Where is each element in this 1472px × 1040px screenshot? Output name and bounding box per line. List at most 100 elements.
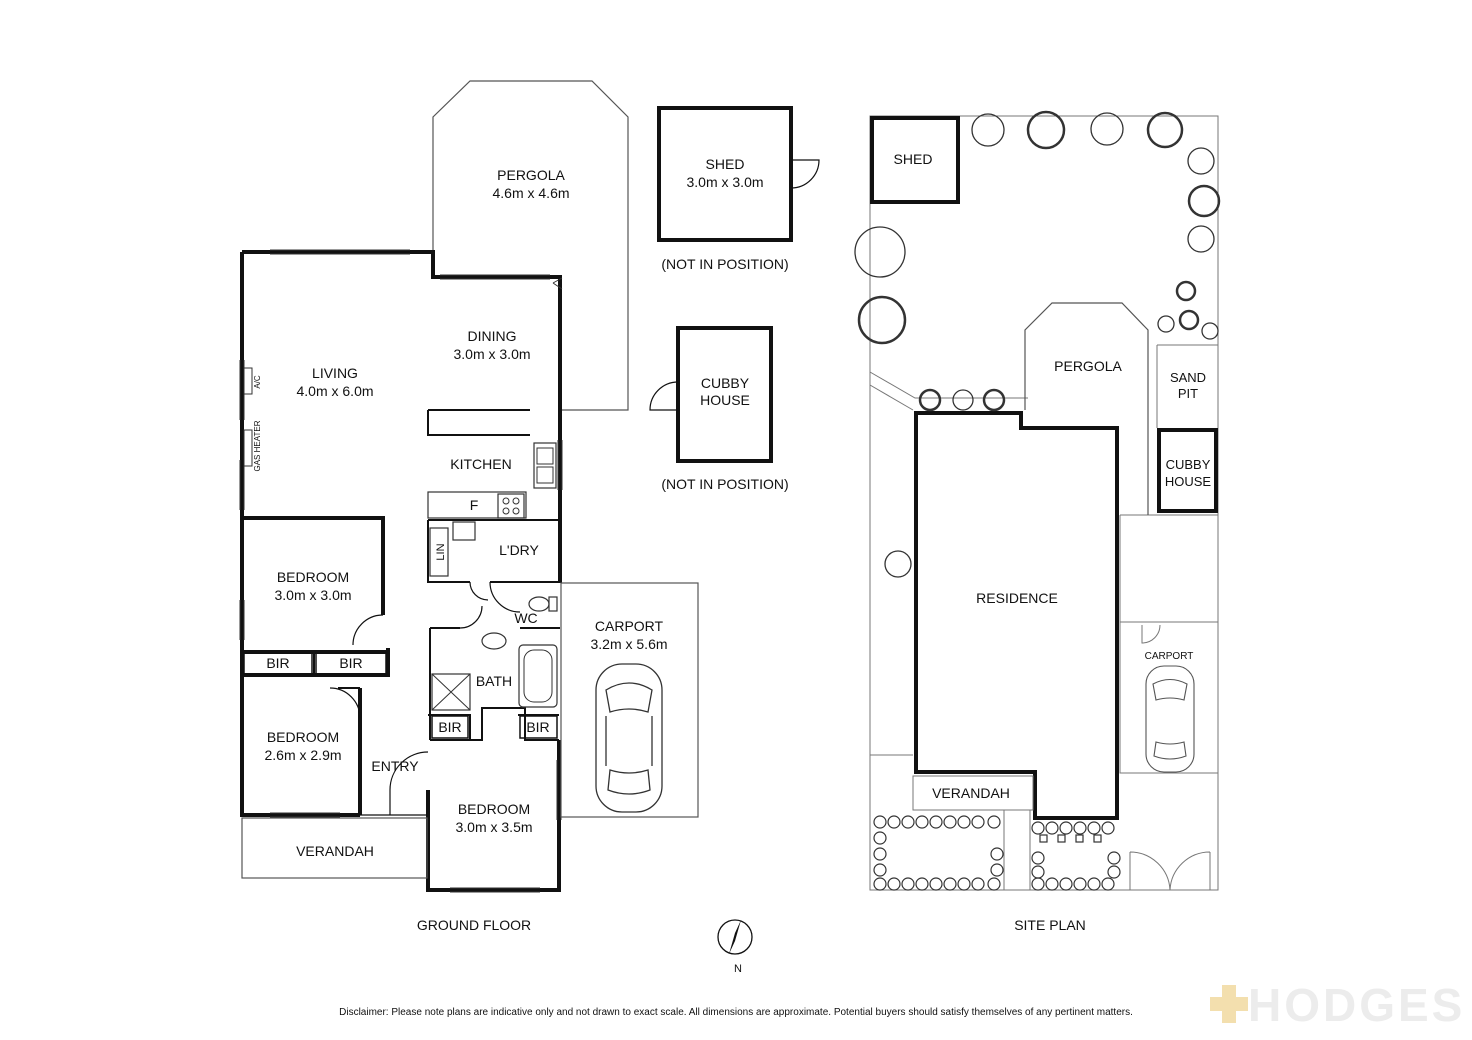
tree-icon <box>884 550 912 578</box>
linen-cupboard <box>429 527 449 577</box>
bir-box <box>519 715 558 739</box>
tree-icon <box>971 113 1005 147</box>
bedroom1-name: BEDROOM <box>277 569 349 585</box>
residence-label: RESIDENCE <box>976 590 1058 606</box>
bath-name: BATH <box>476 673 512 689</box>
wc-name: WC <box>514 610 537 626</box>
basin-icon <box>481 632 507 650</box>
burner-icon <box>512 497 520 505</box>
cubby-note: (NOT IN POSITION) <box>661 476 788 492</box>
site-cubby-label-2: HOUSE <box>1165 474 1212 489</box>
site-car-icon <box>1145 665 1195 773</box>
dining-name: DINING <box>468 328 517 344</box>
residence-outline <box>914 411 1119 820</box>
burner-icon <box>502 507 510 515</box>
site-carport-label: CARPORT <box>1145 651 1194 662</box>
toilet-cistern <box>548 596 558 612</box>
tree-icon <box>1175 280 1197 302</box>
gas-heater-unit <box>243 429 253 467</box>
bathtub-icon <box>518 644 558 708</box>
site-cubby-outline <box>1157 428 1218 513</box>
bir-box <box>243 652 313 675</box>
sink-bowl-2 <box>536 466 554 484</box>
ac-label: A/C <box>253 375 262 389</box>
hedges <box>873 815 1121 891</box>
pergola-outline <box>432 80 629 411</box>
bir-box <box>431 715 469 739</box>
kitchen-bench <box>427 491 527 519</box>
entry-name: ENTRY <box>371 758 419 774</box>
carport-outline <box>560 582 699 818</box>
tree-icon <box>1201 322 1219 340</box>
tree-icon <box>952 389 974 411</box>
tree-icon <box>918 388 942 412</box>
dining-dims: 3.0m x 3.0m <box>453 346 530 362</box>
shed-dims: 3.0m x 3.0m <box>686 174 763 190</box>
shower-icon <box>431 673 471 711</box>
tree-icon <box>1090 112 1124 146</box>
ac-unit <box>243 367 253 395</box>
site-plan: SHED CUBBY HOUSE SAND PIT PERGOLA RESIDE… <box>854 110 1221 933</box>
tree-icon <box>1187 225 1215 253</box>
ground-floor-plan: PERGOLA 4.6m x 4.6m LIVING 4.0m x 6.0m D… <box>239 80 699 933</box>
shed-note: (NOT IN POSITION) <box>661 256 788 272</box>
site-lines <box>1119 344 1218 774</box>
car-icon <box>595 663 663 813</box>
outbuildings: SHED 3.0m x 3.0m (NOT IN POSITION) CUBBY… <box>649 106 820 492</box>
exterior-walls <box>240 250 562 892</box>
site-verandah-label: VERANDAH <box>932 785 1010 801</box>
kitchen-name: KITCHEN <box>450 456 511 472</box>
living-dims: 4.0m x 6.0m <box>296 383 373 399</box>
gas-heater-label: GAS HEATER <box>253 420 262 471</box>
bedroom3-dims: 3.0m x 3.5m <box>455 819 532 835</box>
bir-label: BIR <box>266 655 289 671</box>
bedroom3-name: BEDROOM <box>458 801 530 817</box>
site-verandah-outline <box>912 775 1034 811</box>
garden-path <box>869 371 1028 399</box>
watermark-text: HODGES <box>1248 979 1465 1031</box>
tree-icon <box>1187 184 1221 218</box>
site-shed-outline <box>870 116 960 204</box>
hodges-watermark-logo: HODGES <box>1210 979 1465 1031</box>
site-boundary <box>869 115 1219 891</box>
site-plan-caption: SITE PLAN <box>1014 917 1086 933</box>
compass-label: N <box>734 963 742 975</box>
cooktop-icon <box>497 493 525 519</box>
carport-dims: 3.2m x 5.6m <box>590 636 667 652</box>
tree-icon <box>1178 309 1200 331</box>
site-cubby-label-1: CUBBY <box>1166 457 1211 472</box>
site-pergola-label: PERGOLA <box>1054 358 1122 374</box>
living-name: LIVING <box>312 365 358 381</box>
kitchen-sink <box>533 442 557 489</box>
tree-icon <box>854 226 906 278</box>
shower-cross <box>431 673 471 711</box>
site-pergola-outline <box>1024 302 1149 515</box>
tree-icon <box>1157 315 1175 333</box>
sand-pit-label-2: PIT <box>1178 386 1198 401</box>
cubby-name-line2: HOUSE <box>700 392 750 408</box>
driveway-gates <box>1129 851 1211 891</box>
laundry-name: L'DRY <box>499 542 539 558</box>
bedroom1-dims: 3.0m x 3.0m <box>274 587 351 603</box>
cubby-outline <box>676 326 773 463</box>
north-compass: N <box>717 919 753 975</box>
shed-outline <box>657 106 793 242</box>
linen-label: LIN <box>435 543 447 560</box>
burner-icon <box>502 497 510 505</box>
interior-walls <box>313 409 560 741</box>
burner-icon <box>512 507 520 515</box>
disclaimer-text: Disclaimer: Please note plans are indica… <box>339 1007 1133 1018</box>
bedroom2-dims: 2.6m x 2.9m <box>264 747 341 763</box>
fridge-label: F <box>470 497 479 513</box>
carport-name: CARPORT <box>595 618 664 634</box>
shed-door <box>790 159 820 189</box>
pergola-dims: 4.6m x 4.6m <box>492 185 569 201</box>
compass-icon <box>717 919 753 955</box>
bir-label: BIR <box>339 655 362 671</box>
windows <box>239 249 563 893</box>
tree-icon <box>982 388 1006 412</box>
bir-label: BIR <box>526 719 549 735</box>
door-swings <box>329 581 521 816</box>
verandah-outline <box>241 817 428 879</box>
